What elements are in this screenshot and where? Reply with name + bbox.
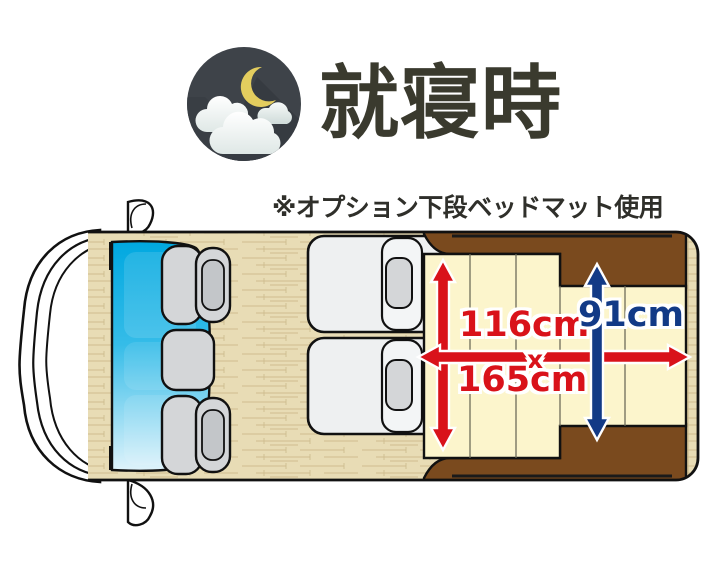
van-floorplan-diagram <box>0 190 720 535</box>
side-mirror-top <box>126 199 155 235</box>
header: 就寝時 ※オプション下段ベッドマット使用 <box>0 40 720 222</box>
header-subtitle: ※オプション下段ベッドマット使用 <box>272 193 664 222</box>
front-seat-lower <box>160 394 232 476</box>
cabin-outline <box>88 230 700 482</box>
dimension-arrow-vertical-blue <box>582 261 612 443</box>
side-mirror-bottom <box>126 478 155 527</box>
middle-seat-2 <box>306 336 452 436</box>
rear-cabinets <box>422 232 688 480</box>
middle-seats-row <box>306 234 452 436</box>
page-title: 就寝時 <box>319 57 562 150</box>
header-title-row: 就寝時 <box>185 45 562 163</box>
dimension-arrow-horizontal-red <box>415 342 693 372</box>
front-seats-row <box>160 244 232 476</box>
night-moon-clouds-icon <box>187 47 301 161</box>
van-body-shell <box>18 228 109 484</box>
middle-seat-1 <box>306 234 452 334</box>
front-seat-center <box>160 328 216 392</box>
front-seat-upper <box>160 244 232 326</box>
van-floorplan-svg <box>18 199 700 527</box>
